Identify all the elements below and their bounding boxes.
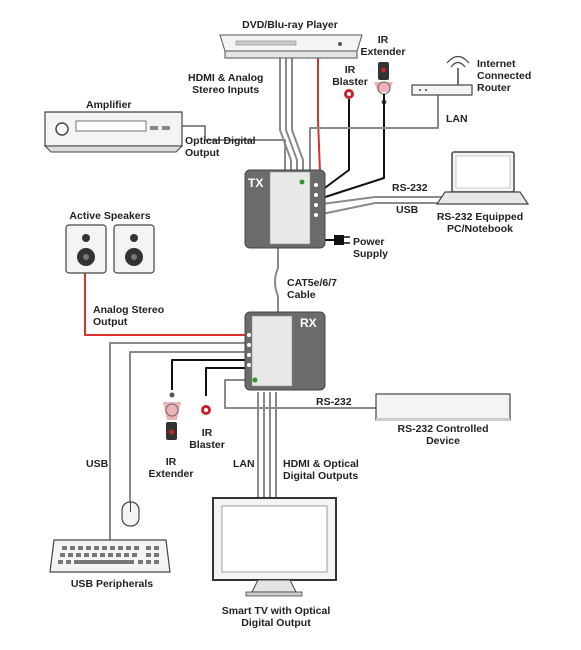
usb-cable-mouse xyxy=(129,351,247,505)
cable-line2: Cable xyxy=(287,289,316,301)
rs232-device-line1: RS-232 Controlled xyxy=(397,423,489,435)
pc-notebook-line2: PC/Notebook xyxy=(447,223,513,235)
ir-blaster-bottom xyxy=(201,405,211,415)
usb-top-label: USB xyxy=(396,204,419,216)
rs232-device xyxy=(375,393,511,421)
hdmi-optical-outputs-label: HDMI & Optical Digital Outputs xyxy=(283,458,359,482)
lan-cable-top xyxy=(309,95,439,172)
tx-label: TX xyxy=(248,176,264,190)
power-supply-line1: Power xyxy=(353,236,385,248)
rs232-bottom-label: RS-232 xyxy=(316,396,352,408)
rx-extender xyxy=(244,311,326,391)
ir-blaster-cable-bottom xyxy=(205,367,247,396)
lan-bottom-label: LAN xyxy=(233,458,255,470)
router xyxy=(411,55,473,96)
analog-output-line1: Analog Stereo xyxy=(93,304,165,316)
rs232-device-label: RS-232 Controlled Device xyxy=(397,423,488,447)
usb-peripherals-label: USB Peripherals xyxy=(70,578,154,590)
smart-tv-line2: Digital Output xyxy=(241,617,311,629)
smart-tv-line1: Smart TV with Optical xyxy=(221,605,331,617)
power-supply-line2: Supply xyxy=(353,248,389,260)
ir-extender-top-line2: Extender xyxy=(360,46,406,58)
analog-cable-speakers xyxy=(84,268,247,336)
ir-extender-cable-top xyxy=(321,112,385,199)
ir-blaster-bottom-line1: IR xyxy=(201,427,213,439)
keyboard xyxy=(49,539,171,573)
ir-extender-bottom xyxy=(163,392,181,440)
cables xyxy=(84,57,445,540)
analog-output-label: Analog Stereo Output xyxy=(93,304,164,328)
usb-cable-bottom xyxy=(109,342,247,540)
rs232-cable-top xyxy=(321,196,445,205)
rx-to-tv-cables xyxy=(257,392,277,498)
amplifier-label: Amplifier xyxy=(86,99,132,111)
ir-extender-top xyxy=(374,62,393,112)
power-supply-label: Power Supply xyxy=(353,236,388,260)
ir-blaster-top-line2: Blaster xyxy=(332,76,368,88)
dvd-player xyxy=(219,34,363,59)
hdmi-analog-inputs-label: HDMI & Analog Stereo Inputs xyxy=(188,72,263,96)
hdmi-optical-outputs-line2: Digital Outputs xyxy=(283,470,359,482)
optical-cable-top xyxy=(182,125,286,172)
optical-output-line1: Optical Digital xyxy=(185,135,256,147)
usb-bottom-label: USB xyxy=(86,458,109,470)
lan-top-label: LAN xyxy=(446,113,468,125)
pc-notebook-label: RS-232 Equipped PC/Notebook xyxy=(437,211,523,235)
ir-extender-bottom-line1: IR xyxy=(165,456,177,468)
rs232-device-line2: Device xyxy=(426,435,460,447)
mouse xyxy=(121,501,140,527)
smart-tv xyxy=(212,497,337,597)
power-supply xyxy=(334,235,350,245)
rx-label: RX xyxy=(300,316,317,330)
dvd-player-label: DVD/Blu-ray Player xyxy=(242,19,338,31)
optical-output-line2: Output xyxy=(185,147,220,159)
ir-extender-bottom-label: IR Extender xyxy=(149,456,194,480)
cable-label: CAT5e/6/7 Cable xyxy=(287,277,337,301)
router-line2: Connected xyxy=(477,70,532,82)
amplifier xyxy=(43,111,184,153)
hdmi-analog-inputs-line1: HDMI & Analog xyxy=(188,72,264,84)
ir-blaster-top-line1: IR xyxy=(344,64,356,76)
cable-line1: CAT5e/6/7 xyxy=(287,277,337,289)
ir-extender-bottom-line2: Extender xyxy=(148,468,194,480)
ir-blaster-bottom-label: IR Blaster xyxy=(189,427,225,451)
router-line3: Router xyxy=(477,82,511,94)
pc-notebook xyxy=(435,151,530,205)
ir-blaster-top xyxy=(344,89,354,110)
rs232-cable-bottom xyxy=(224,379,376,409)
analog-cable-top xyxy=(317,57,321,173)
ir-blaster-bottom-line2: Blaster xyxy=(189,439,225,451)
router-label: Internet Connected Router xyxy=(477,58,531,94)
ir-extender-top-line1: IR xyxy=(377,34,389,46)
ir-blaster-top-label: IR Blaster xyxy=(332,64,368,88)
ir-extender-top-label: IR Extender xyxy=(361,34,406,58)
router-line1: Internet xyxy=(477,58,516,70)
optical-output-label: Optical Digital Output xyxy=(185,135,256,159)
usb-cable-top xyxy=(321,202,445,215)
tx-extender xyxy=(244,169,326,249)
dvd-to-tx-cables xyxy=(279,57,304,172)
cat-cable xyxy=(274,248,279,312)
active-speakers-label: Active Speakers xyxy=(69,210,151,222)
smart-tv-label: Smart TV with Optical Digital Output xyxy=(222,605,331,629)
hdmi-optical-outputs-line1: HDMI & Optical xyxy=(283,458,359,470)
active-speakers xyxy=(65,224,155,274)
hdmi-analog-inputs-line2: Stereo Inputs xyxy=(192,84,260,96)
pc-notebook-line1: RS-232 Equipped xyxy=(436,211,524,223)
ir-extender-cable-bottom xyxy=(171,359,247,390)
analog-output-line2: Output xyxy=(93,316,128,328)
rs232-top-label: RS-232 xyxy=(392,182,428,194)
ir-blaster-cable-top xyxy=(321,108,350,191)
